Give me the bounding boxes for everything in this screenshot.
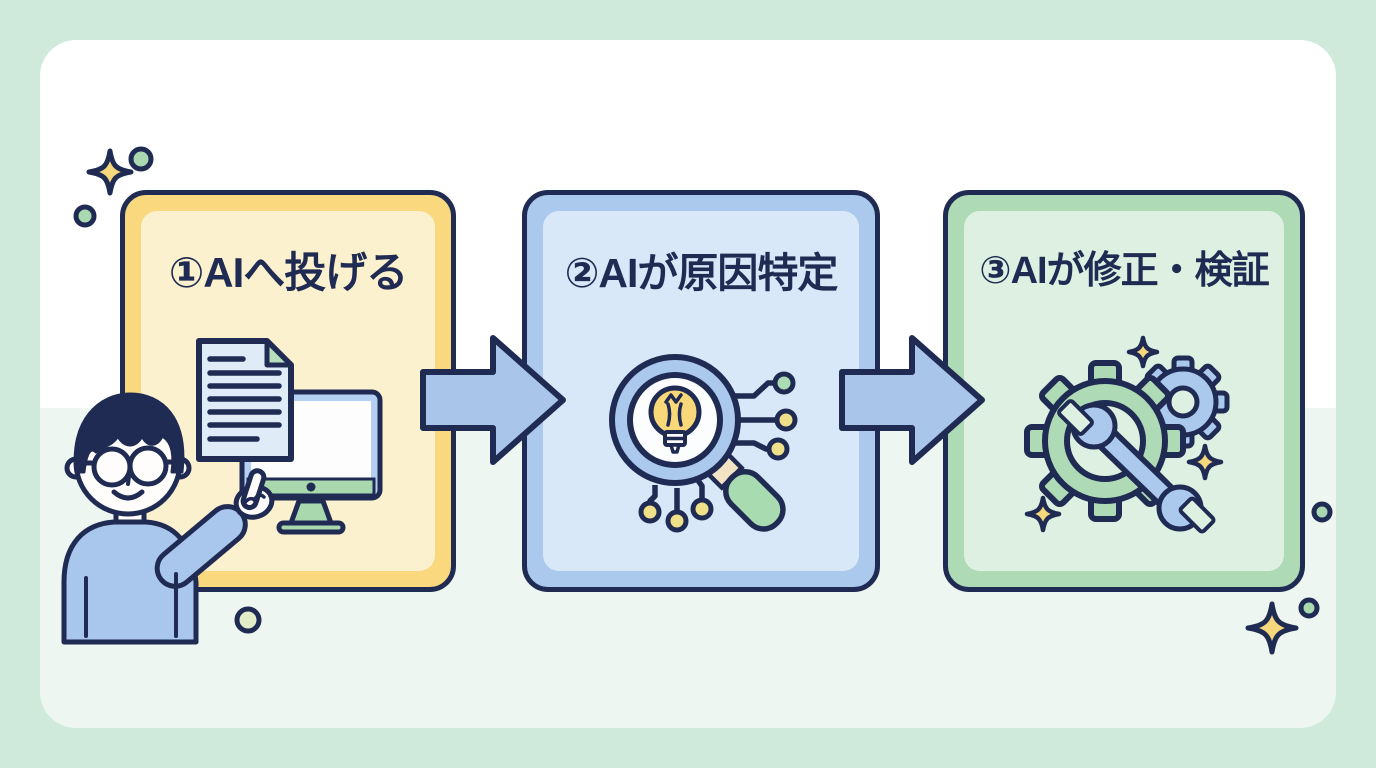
person-illustration <box>61 392 275 645</box>
person-nose <box>126 474 131 486</box>
gears-wrench-icon <box>1024 335 1230 534</box>
document-icon <box>196 338 294 462</box>
circuit-dots <box>638 371 798 533</box>
person-hair <box>73 392 185 474</box>
lightbulb-icon <box>648 385 702 454</box>
glasses-icon <box>79 445 179 488</box>
step-title-1: ①AIへ投げる <box>168 249 409 296</box>
pointing-hand <box>233 468 275 520</box>
person-smile <box>111 489 145 501</box>
sparkle-icon <box>1186 443 1224 481</box>
magnifier-handle <box>704 450 786 532</box>
sparkle-icon <box>1126 335 1160 369</box>
step-title-2: ②AIが原因特定 <box>564 250 839 296</box>
sparkle-icon <box>1024 495 1062 533</box>
flow-arrow-icon <box>420 335 566 465</box>
magnifier-lightbulb-circuit-icon <box>609 354 798 533</box>
torso-seam-lines <box>84 572 178 638</box>
step-title-3: ③AIが修正・検証 <box>979 250 1269 292</box>
wrench-icon <box>1057 399 1216 534</box>
document-monitor-icon <box>196 338 383 535</box>
flow-arrow-icon <box>839 335 985 465</box>
